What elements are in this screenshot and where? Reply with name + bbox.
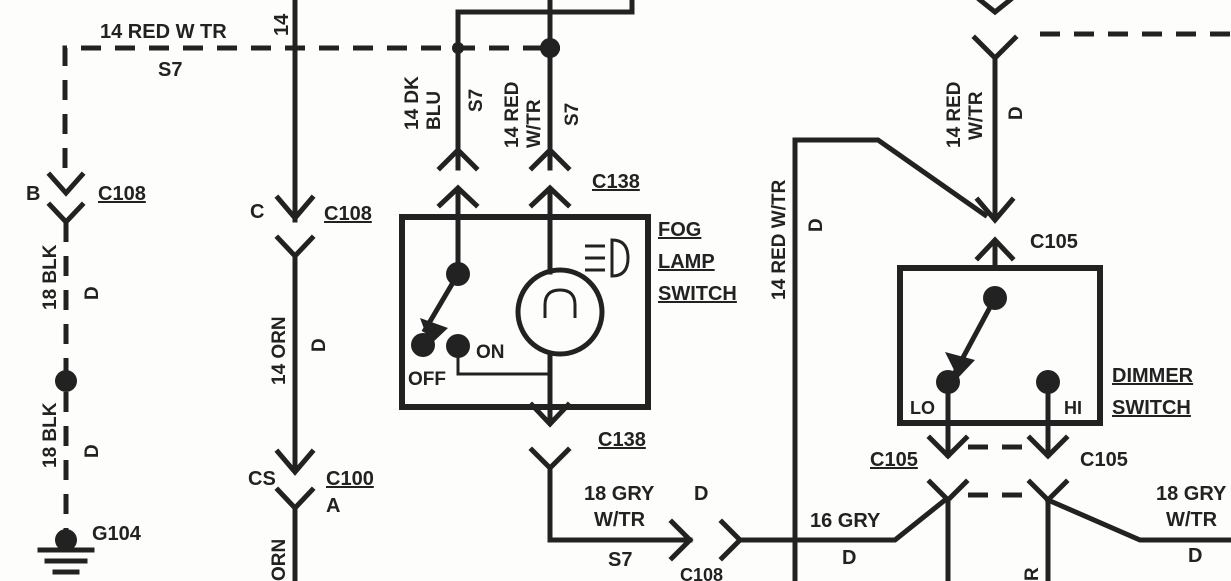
connector-label: C108 — [680, 565, 723, 581]
top-wires — [62, 0, 635, 223]
red-vertical-wire — [792, 137, 989, 581]
connector-arrow-icon — [668, 518, 694, 562]
connector-label: C108 — [324, 203, 372, 225]
wire-label: 14 RED W TR — [100, 21, 227, 43]
connector-fork-icon — [926, 478, 970, 504]
connector-label: C105 — [1030, 231, 1078, 253]
switch-position-label: ON — [476, 342, 505, 363]
location-label: D — [309, 338, 330, 352]
connector-fork-icon — [46, 201, 86, 226]
location-label: D — [1188, 545, 1202, 567]
wire-label: 14 RED — [944, 81, 965, 148]
ground-node — [55, 529, 77, 551]
switch-position-label: HI — [1064, 398, 1082, 418]
splice-dot — [540, 38, 560, 58]
connector-arrow-icon — [274, 448, 316, 476]
fog-switch-box — [399, 214, 651, 410]
component-title: DIMMER — [1112, 365, 1194, 387]
component-title: FOG — [658, 219, 701, 241]
connector-sub-label: A — [326, 495, 340, 517]
wire-label: ORN — [269, 539, 290, 581]
wire-label: 18 GRY — [584, 483, 655, 505]
connector-fork-icon — [528, 146, 572, 172]
switch-position-label: LO — [910, 398, 935, 418]
connector-label: C105 — [870, 449, 918, 471]
location-label: D — [806, 218, 827, 232]
connector-label: C100 — [326, 468, 374, 490]
fog-lamp-switch — [399, 146, 651, 472]
dk-blu-wire — [455, 0, 635, 171]
orn-circuit — [274, 194, 316, 581]
dimmer-switch-box — [897, 265, 1103, 426]
gry-wire — [547, 465, 949, 562]
connector-arrow-icon — [528, 401, 572, 428]
component-title: SWITCH — [658, 283, 737, 305]
splice-dot-small — [452, 42, 464, 54]
splice-dot — [55, 370, 77, 392]
pin-label: B — [26, 183, 40, 205]
wire-label: 18 GRY — [1156, 483, 1227, 505]
connector-arrow-icon — [274, 194, 316, 222]
connector-label: C105 — [1080, 449, 1128, 471]
connector-label: C138 — [598, 429, 646, 451]
splice-label: S7 — [562, 103, 583, 126]
wire-label: 14 DK — [402, 76, 423, 130]
connector-arrow-icon — [46, 171, 86, 197]
switch-position-label: OFF — [408, 369, 446, 390]
wire-label: 14 — [271, 13, 293, 36]
connector-fork-icon — [528, 446, 572, 472]
16-gry-wire — [737, 496, 949, 543]
connector-fork-icon — [718, 518, 744, 562]
ground-label: G104 — [92, 523, 142, 545]
wire-label: 18 BLK — [40, 402, 61, 468]
location-label: D — [82, 286, 103, 300]
wire-label: 16 GRY — [810, 510, 881, 532]
gry-wire-path — [547, 465, 693, 543]
splice-label: S7 — [466, 89, 487, 112]
red-wtr-dashed-wire — [62, 45, 560, 168]
wire-label: 14 ORN — [269, 316, 290, 385]
dimmer-switch — [897, 265, 1231, 581]
connector-arrow-icon — [974, 196, 1016, 224]
switch-blade — [421, 270, 462, 334]
wire-label: 14 RED W/TR — [769, 179, 790, 300]
location-label: D — [82, 444, 103, 458]
wire-label: 14 RED — [502, 81, 523, 148]
fog-lamp-icon — [610, 238, 630, 278]
wire-label: W/TR — [594, 509, 646, 531]
pin-label: C — [250, 201, 264, 223]
wire-label: 18 BLK — [40, 244, 61, 310]
wire-label: W/TR — [966, 91, 987, 140]
component-title: SWITCH — [1112, 397, 1191, 419]
pin-label: CS — [248, 468, 276, 490]
connector-arrow-icon — [1026, 434, 1070, 460]
ground-circuit — [37, 171, 95, 575]
connector-label: C108 — [98, 183, 146, 205]
red-wtr-vertical-wire — [792, 137, 989, 581]
connector-fork-icon — [274, 486, 316, 512]
location-label: D — [1006, 106, 1027, 120]
component-title: LAMP — [658, 251, 715, 273]
location-label: D — [842, 547, 856, 569]
connector-fork-icon — [274, 234, 316, 260]
splice-label: S7 — [158, 59, 182, 81]
connector-label: C138 — [592, 171, 640, 193]
wire-label: W/TR — [1166, 509, 1218, 531]
connector-arrow-icon — [926, 434, 970, 460]
right-gry-wire — [1044, 496, 1231, 543]
filament-icon — [543, 288, 577, 318]
location-label: D — [694, 483, 708, 505]
wire-label: W/TR — [524, 99, 545, 148]
wire-label: BLU — [424, 91, 445, 130]
connector-fork-icon — [971, 34, 1019, 62]
top-right-wires — [971, 0, 1231, 271]
off-contact — [411, 333, 435, 357]
wire-label: R — [1022, 567, 1043, 581]
lamp-icon — [515, 267, 605, 357]
connector-fork-icon — [436, 146, 480, 172]
splice-label: S7 — [608, 549, 632, 571]
